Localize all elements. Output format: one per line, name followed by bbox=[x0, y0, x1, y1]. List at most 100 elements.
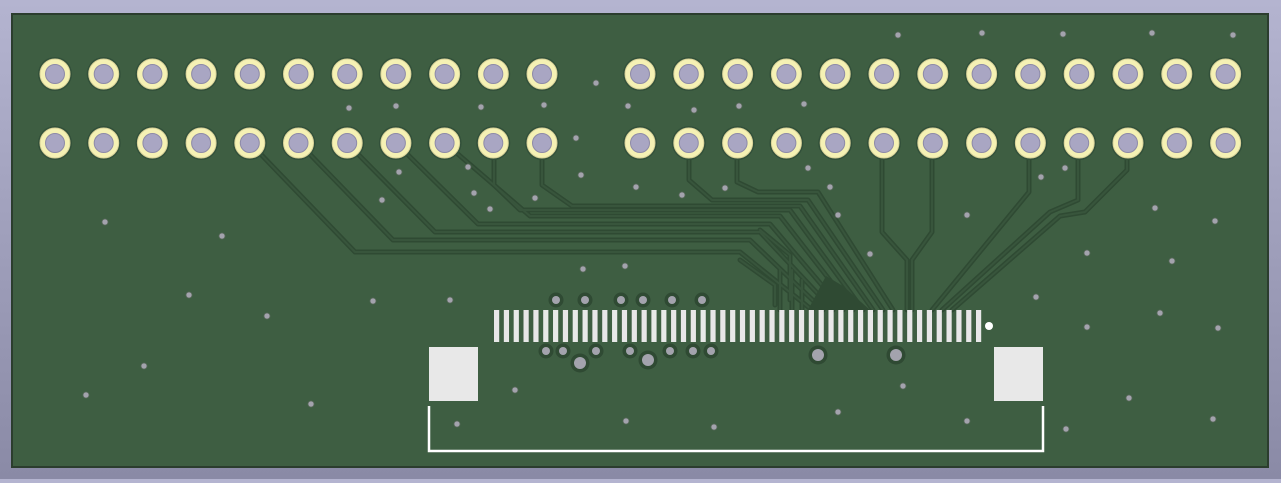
ffc-contact-pad bbox=[848, 310, 854, 342]
via bbox=[574, 357, 586, 369]
header-pin-hole bbox=[776, 64, 797, 84]
via bbox=[899, 382, 907, 390]
ffc-contact-pad bbox=[592, 310, 598, 342]
ffc-contact-pad bbox=[798, 310, 805, 342]
ffc-contact-pad bbox=[523, 310, 529, 342]
ffc-contact-pad bbox=[828, 310, 834, 342]
via bbox=[826, 183, 834, 191]
via bbox=[140, 362, 148, 370]
via bbox=[689, 347, 697, 355]
ffc-mounting-pad-left bbox=[429, 347, 478, 401]
ffc-contact-pad bbox=[562, 310, 569, 342]
ffc-contact-pad bbox=[641, 310, 647, 342]
via bbox=[592, 79, 600, 87]
via bbox=[369, 297, 377, 305]
header-pin-hole bbox=[45, 64, 65, 84]
header-pin-hole bbox=[288, 133, 309, 153]
ffc-contact-pad bbox=[867, 310, 873, 342]
via bbox=[963, 211, 971, 219]
via bbox=[1032, 293, 1040, 301]
trace-highlight bbox=[688, 142, 884, 311]
header-pin-hole bbox=[532, 133, 552, 153]
header-pin-hole bbox=[825, 133, 846, 153]
via bbox=[834, 408, 842, 416]
header-pin-hole bbox=[727, 64, 748, 84]
header-pin-hole bbox=[678, 64, 699, 84]
via bbox=[579, 265, 587, 273]
header-pin-hole bbox=[1069, 64, 1090, 84]
via bbox=[1037, 173, 1045, 181]
via bbox=[552, 296, 560, 304]
trace-highlight bbox=[941, 142, 1079, 311]
header-pin-hole bbox=[532, 64, 552, 84]
ffc-contact-pad bbox=[936, 310, 942, 342]
header-pin-hole bbox=[239, 133, 260, 153]
header-pin-hole bbox=[483, 133, 504, 153]
ffc-contact-pad bbox=[720, 310, 726, 342]
copper-traces bbox=[247, 140, 1130, 313]
ffc-contact-pad bbox=[926, 310, 933, 342]
silkscreen bbox=[427, 322, 1045, 453]
header-pin-hole bbox=[337, 64, 358, 84]
ffc-contact-pad bbox=[572, 310, 578, 342]
ffc-contact-pad bbox=[887, 310, 893, 342]
via bbox=[378, 196, 386, 204]
ffc-contact-pad bbox=[680, 310, 687, 342]
header-pin-hole bbox=[191, 64, 212, 84]
header-pin-hole bbox=[1166, 64, 1187, 84]
header-pin-hole bbox=[1118, 133, 1138, 153]
ffc-connector bbox=[429, 310, 1043, 401]
ffc-contact-pad bbox=[710, 310, 716, 342]
ffc-mounting-pad-right bbox=[994, 347, 1043, 401]
ffc-contact-pad bbox=[769, 310, 775, 342]
via bbox=[464, 163, 472, 171]
via bbox=[800, 100, 808, 108]
via bbox=[1209, 415, 1217, 423]
header-pin-hole bbox=[922, 133, 943, 153]
via bbox=[1211, 217, 1219, 225]
ffc-contact-pad bbox=[621, 310, 628, 342]
via bbox=[735, 102, 743, 110]
via bbox=[622, 417, 630, 425]
trace-highlight bbox=[911, 142, 933, 311]
via bbox=[890, 349, 902, 361]
pin1-marker bbox=[985, 322, 993, 330]
via bbox=[678, 191, 686, 199]
ffc-contact-pad bbox=[838, 310, 844, 342]
header-pin-hole bbox=[1215, 133, 1236, 153]
header-pin-hole bbox=[385, 64, 406, 84]
via bbox=[1125, 394, 1133, 402]
ffc-contact-pad bbox=[818, 310, 824, 342]
header-pin-hole bbox=[142, 64, 163, 84]
via bbox=[263, 312, 271, 320]
via bbox=[1062, 425, 1070, 433]
via bbox=[978, 29, 986, 37]
header-pin-hole bbox=[483, 64, 504, 84]
via bbox=[395, 168, 403, 176]
ffc-contact-pad bbox=[612, 310, 618, 342]
header-pin-hole bbox=[45, 133, 65, 153]
header-pin-hole bbox=[630, 64, 650, 84]
trace-highlight bbox=[759, 229, 791, 301]
header-pin-hole bbox=[630, 133, 650, 153]
via bbox=[511, 386, 519, 394]
ffc-contact-pad bbox=[749, 310, 755, 342]
header-pin-hole bbox=[1215, 64, 1236, 84]
header-pin-hole bbox=[1069, 133, 1090, 153]
via bbox=[1083, 249, 1091, 257]
copper-fill bbox=[808, 276, 870, 310]
via bbox=[531, 194, 539, 202]
header-pin-hole bbox=[1166, 133, 1187, 153]
via bbox=[1148, 29, 1156, 37]
header-pin-hole bbox=[874, 133, 894, 153]
header-pin-hole bbox=[922, 64, 943, 84]
header-pin-hole bbox=[1118, 64, 1138, 84]
connector-outline-silkscreen bbox=[427, 406, 1045, 453]
via bbox=[639, 296, 647, 304]
ffc-contact-pad bbox=[582, 310, 588, 342]
via bbox=[1168, 257, 1176, 265]
via bbox=[812, 349, 824, 361]
via bbox=[470, 189, 478, 197]
